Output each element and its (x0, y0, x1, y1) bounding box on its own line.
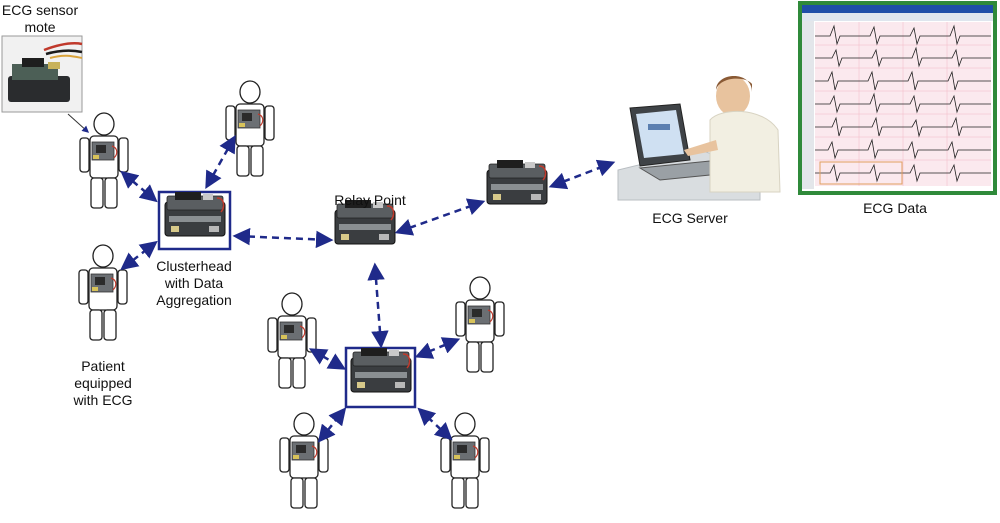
patient-7 (440, 412, 490, 509)
subcluster-node (350, 347, 412, 393)
gateway-node (486, 159, 548, 205)
patient-1 (79, 112, 129, 209)
patient-2 (225, 80, 275, 177)
server-label: ECG Server (652, 210, 728, 226)
network-links (120, 134, 616, 443)
relay-point-label: Relay Point (334, 192, 406, 208)
patient-4 (267, 292, 317, 389)
sensor-mote-photo (1, 35, 83, 113)
sensor-mote-label: ECG sensor mote (1, 2, 79, 35)
mote-pointer (67, 113, 90, 133)
patient-3 (78, 244, 128, 341)
patient-label: Patient equipped with ECG (73, 358, 133, 408)
patient-5 (455, 276, 505, 373)
ecg-data-label: ECG Data (863, 200, 927, 216)
ecg-window-icon (798, 1, 997, 195)
laptop-user-icon (617, 76, 781, 201)
clusterhead-label: Clusterhead with Data Aggregation (156, 258, 232, 308)
patient-6 (279, 412, 329, 509)
clusterhead-node (164, 191, 226, 237)
